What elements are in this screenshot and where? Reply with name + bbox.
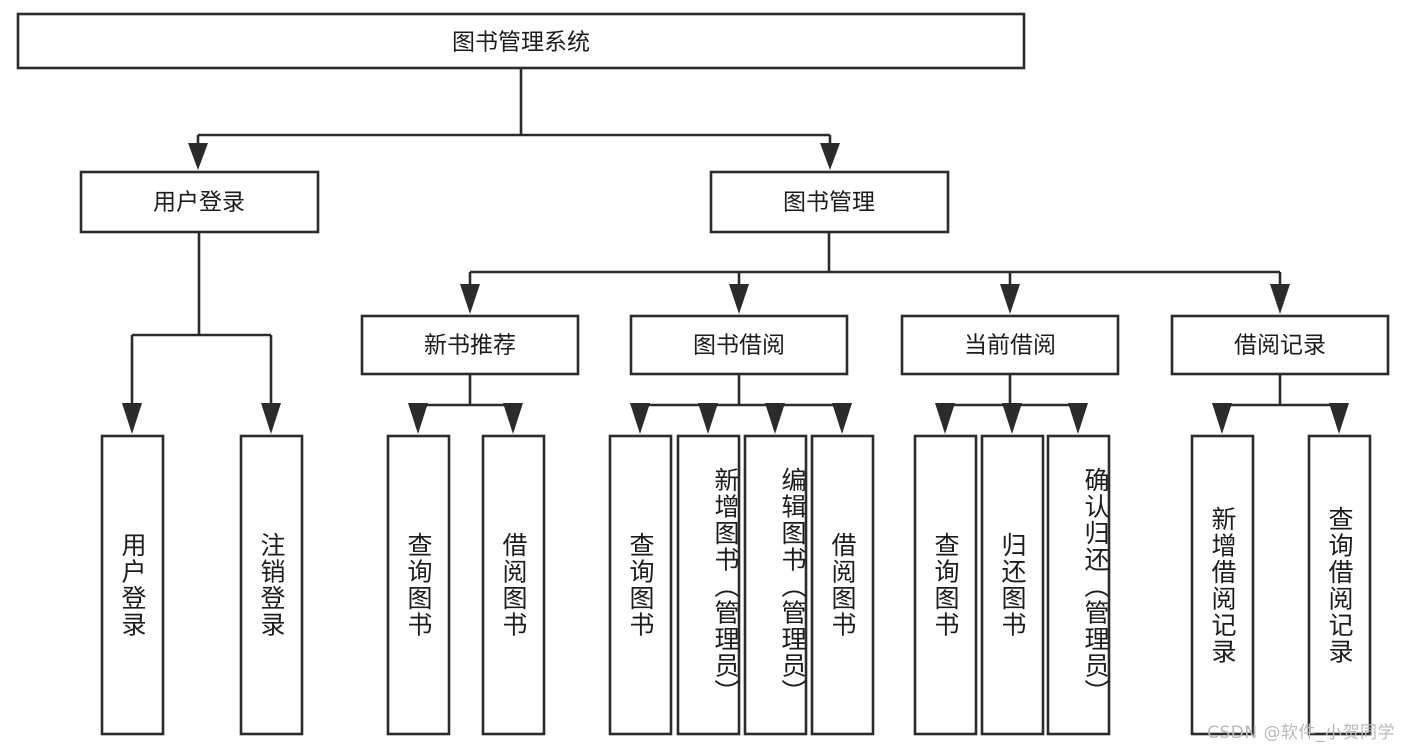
arrow-userlogin-leaf-2 bbox=[261, 403, 281, 434]
arrow-bookborrow-leaf-1 bbox=[630, 403, 650, 434]
leaf-box-user-login-1[interactable] bbox=[100, 434, 165, 736]
node-current-borrow-box[interactable] bbox=[900, 314, 1120, 376]
leaf-box-borrow-record-1[interactable] bbox=[1190, 434, 1255, 736]
arrow-bookmgmt-to-record bbox=[1270, 284, 1290, 314]
leaf-box-borrow-record-2[interactable] bbox=[1307, 434, 1372, 736]
leaf-box-user-login-2[interactable] bbox=[239, 434, 304, 736]
node-new-book-recommend[interactable]: 新书推荐 bbox=[360, 314, 580, 376]
arrow-bookmgmt-to-current bbox=[1000, 284, 1020, 314]
arrow-userlogin-leaf-1 bbox=[122, 403, 142, 434]
arrow-bookborrow-leaf-4 bbox=[832, 403, 852, 434]
csdn-watermark: CSDN @软件_小贺同学 bbox=[1207, 723, 1395, 743]
arrow-bookmgmt-to-newbook bbox=[460, 284, 480, 314]
node-book-management-box[interactable] bbox=[709, 170, 950, 234]
node-new-book-recommend-box[interactable] bbox=[360, 314, 580, 376]
arrow-bookborrow-leaf-2 bbox=[698, 403, 718, 434]
arrow-newbook-leaf-1 bbox=[408, 403, 428, 434]
node-root-box[interactable] bbox=[16, 12, 1026, 70]
node-borrow-record-label: 借阅记录 bbox=[1234, 333, 1326, 359]
leaf-box-book-borrow-1[interactable] bbox=[608, 434, 673, 736]
arrow-borrowrecord-leaf-2 bbox=[1329, 403, 1349, 434]
arrow-borrowrecord-leaf-1 bbox=[1212, 403, 1232, 434]
node-book-borrow[interactable]: 图书借阅 bbox=[629, 314, 849, 376]
arrow-newbook-leaf-2 bbox=[503, 403, 523, 434]
leaf-box-new-book-1[interactable] bbox=[386, 434, 451, 736]
leaf-box-book-borrow-3[interactable] bbox=[743, 434, 808, 736]
node-user-login[interactable]: 用户登录 bbox=[79, 170, 320, 234]
node-user-login-label: 用户登录 bbox=[153, 190, 245, 216]
node-new-book-recommend-label: 新书推荐 bbox=[424, 333, 516, 359]
arrow-root-to-login bbox=[188, 143, 208, 170]
leaf-box-current-borrow-1[interactable] bbox=[913, 434, 978, 736]
node-borrow-record-box[interactable] bbox=[1170, 314, 1390, 376]
leaf-box-new-book-2[interactable] bbox=[481, 434, 546, 736]
node-borrow-record[interactable]: 借阅记录 bbox=[1170, 314, 1390, 376]
arrow-bookborrow-leaf-3 bbox=[765, 403, 785, 434]
leaf-box-current-borrow-3[interactable] bbox=[1046, 434, 1111, 736]
arrow-currentborrow-leaf-3 bbox=[1068, 403, 1088, 434]
node-book-management[interactable]: 图书管理 bbox=[709, 170, 950, 234]
node-root-label: 图书管理系统 bbox=[452, 30, 590, 56]
arrow-currentborrow-leaf-1 bbox=[935, 403, 955, 434]
arrow-currentborrow-leaf-2 bbox=[1002, 403, 1022, 434]
leaf-box-book-borrow-4[interactable] bbox=[810, 434, 875, 736]
node-root[interactable]: 图书管理系统 bbox=[16, 12, 1026, 70]
arrow-root-to-bookmgmt bbox=[820, 143, 840, 170]
node-book-management-label: 图书管理 bbox=[783, 190, 875, 216]
leaf-box-book-borrow-2[interactable] bbox=[676, 434, 741, 736]
node-current-borrow[interactable]: 当前借阅 bbox=[900, 314, 1120, 376]
node-book-borrow-box[interactable] bbox=[629, 314, 849, 376]
arrow-bookmgmt-to-borrow bbox=[729, 284, 749, 314]
node-current-borrow-label: 当前借阅 bbox=[964, 333, 1056, 359]
node-book-borrow-label: 图书借阅 bbox=[693, 333, 785, 359]
leaf-box-current-borrow-2[interactable] bbox=[980, 434, 1045, 736]
